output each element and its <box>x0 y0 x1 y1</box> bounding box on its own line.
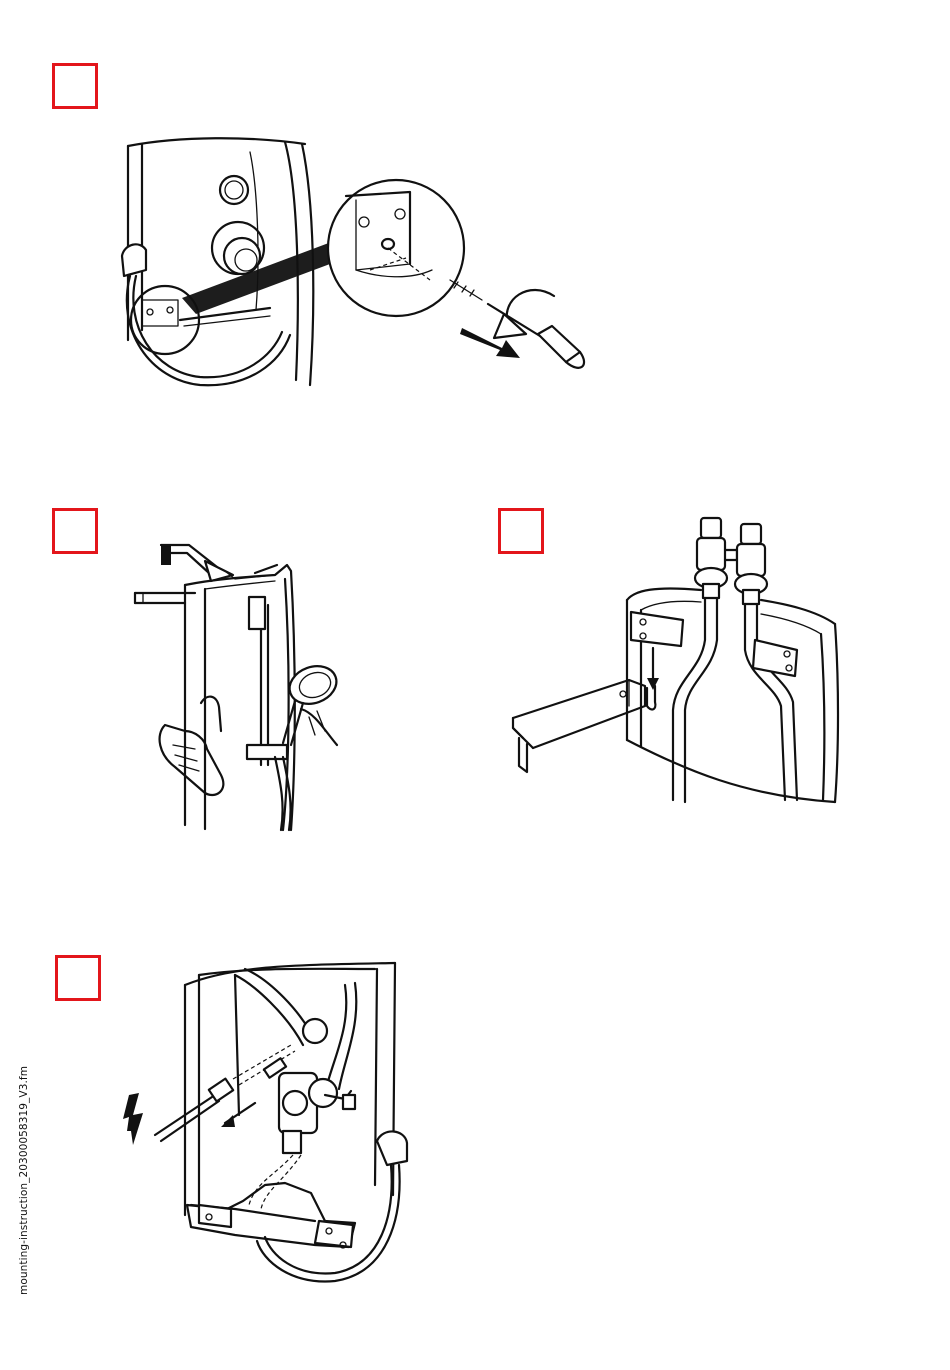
illustration-remove-cover-screw <box>110 130 610 400</box>
step-marker-1 <box>52 63 98 109</box>
document-file-label: mounting-instruction_20300058319_V3.fm <box>18 1066 30 1295</box>
step-marker-4 <box>55 955 101 1001</box>
illustration-hang-on-bracket <box>505 510 845 805</box>
illustration-lift-panel <box>125 535 365 835</box>
electric-hazard-icon <box>123 1093 143 1145</box>
illustration-disconnect-thermostat <box>115 955 415 1305</box>
step-marker-2 <box>52 508 98 554</box>
